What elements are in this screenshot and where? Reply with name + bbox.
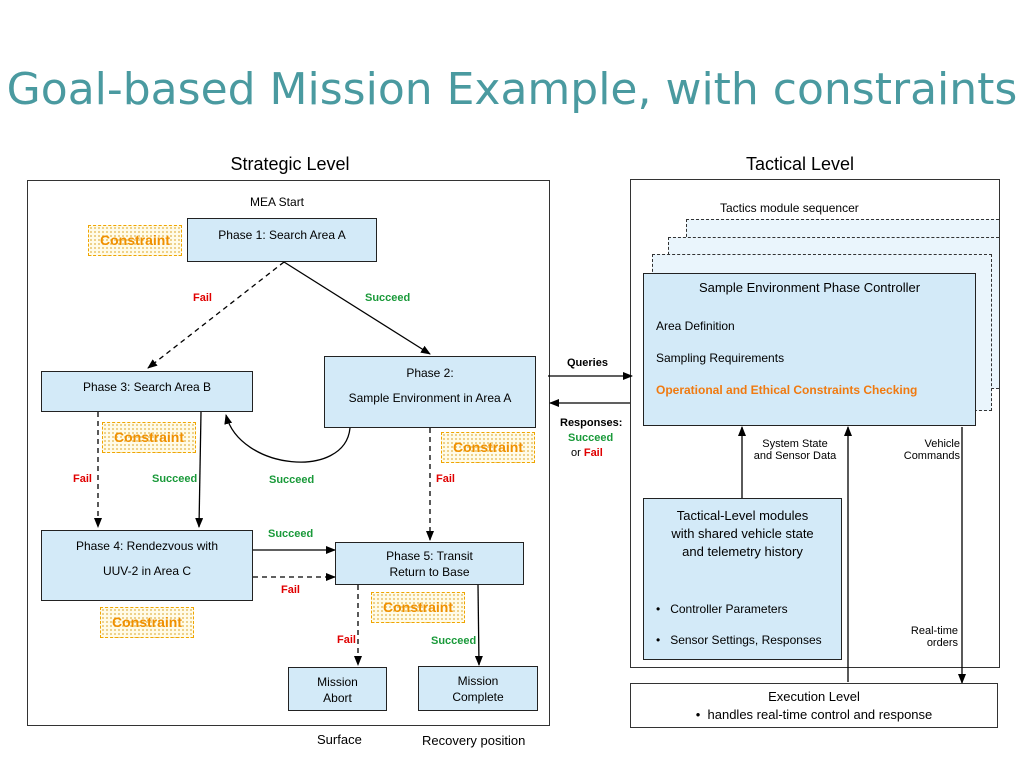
succeed-label-p2-loop: Succeed [269,474,315,486]
succeed-label-p3: Succeed [152,473,198,485]
or-text: or [571,447,581,459]
mission-complete-line2: Complete [452,690,504,705]
phase-1-label: Phase 1: Search Area A [218,228,346,242]
system-state-line1: System State [762,438,828,450]
fail-label-p5: Fail [337,634,356,646]
constraint-phase-4: Constraint [100,607,194,638]
constraint-phase-2: Constraint [441,432,535,463]
phase-1-box: Phase 1: Search Area A [187,218,377,262]
phase-4-box: Phase 4: Rendezvous with UUV-2 in Area C [41,530,253,601]
fail-label-p2: Fail [436,473,455,485]
constraint-phase-3: Constraint [102,422,196,453]
phase-2-line1: Phase 2: [406,366,454,380]
phase-5-line2: Return to Base [389,565,470,580]
succeed-label-p5: Succeed [431,635,477,647]
mission-complete-line1: Mission [457,674,499,688]
mission-abort-box: Mission Abort [288,667,387,711]
arrow-p3-p4-succeed [195,411,204,528]
page-title: Goal-based Mission Example, with constra… [6,64,1018,115]
phase-4-line1: Phase 4: Rendezvous with [75,539,219,553]
phase-2-line2: Sample Environment in Area A [348,391,512,406]
tactics-sequencer-label: Tactics module sequencer [720,201,859,215]
execution-level-bullet-text: handles real-time control and response [707,707,933,723]
controller-params-label: Controller Parameters [670,602,788,616]
fail-label-p1: Fail [193,292,212,304]
arrow-p2-p3-succeed [224,414,351,463]
tactical-modules-box: Tactical-Level modules with shared vehic… [643,498,842,660]
responses-succeed: Succeed [568,432,614,444]
arrow-p5-complete-succeed [474,584,483,666]
realtime-orders-label: Real-time orders [890,625,958,649]
phase-3-box: Phase 3: Search Area B [41,371,253,412]
vehicle-commands-line2: Commands [903,450,960,462]
phase-4-line2: UUV-2 in Area C [102,564,192,579]
phase-5-box: Phase 5: Transit Return to Base [335,542,524,585]
queries-label: Queries [567,357,608,369]
system-state-label: System State and Sensor Data [752,438,838,462]
tactical-modules-heading: Tactical-Level modules with shared vehic… [644,507,841,562]
fail-label-p3: Fail [73,473,92,485]
strategic-level-label: Strategic Level [230,154,350,174]
tactical-modules-line2: with shared vehicle state [671,526,814,542]
mission-abort-line2: Abort [323,691,352,706]
tactical-modules-bullet-2: • Sensor Settings, Responses [656,633,822,647]
responses-fail: Fail [583,447,603,459]
constraint-phase-1: Constraint [88,225,182,256]
fail-label-p4: Fail [281,584,300,596]
tactical-modules-line1: Tactical-Level modules [676,508,809,523]
sampling-requirements-label: Sampling Requirements [656,351,785,365]
realtime-orders-line1: Real-time [910,625,958,637]
bullet-dot: • [656,633,671,647]
realtime-orders-line2: orders [926,637,958,649]
phase-2-box: Phase 2: Sample Environment in Area A [324,356,536,428]
bullet-dot: • [695,707,708,723]
tactical-modules-bullet-1: • Controller Parameters [656,602,788,616]
phase-controller-box: Sample Environment Phase Controller Area… [643,273,976,426]
recovery-label: Recovery position [422,733,526,748]
vehicle-commands-line1: Vehicle [924,438,960,450]
phase-5-line1: Phase 5: Transit [386,549,473,563]
mission-complete-box: Mission Complete [418,666,538,711]
mea-start-label: MEA Start [250,195,305,209]
tactical-modules-line3: and telemetry history [682,544,803,560]
constraint-phase-5: Constraint [371,592,465,623]
bullet-dot: • [656,602,671,616]
responses-or: or Fail [571,447,603,459]
execution-level-box: Execution Level • handles real-time cont… [630,683,998,728]
sensor-settings-label: Sensor Settings, Responses [670,633,822,647]
constraints-checking-label: Operational and Ethical Constraints Chec… [656,383,918,397]
surface-label: Surface [317,732,362,747]
tactical-level-label: Tactical Level [745,154,855,174]
arrow-p1-p3-fail [147,261,285,369]
area-definition-label: Area Definition [656,319,735,333]
execution-level-bullet: • handles real-time control and response [631,706,997,724]
vehicle-commands-label: Vehicle Commands [894,438,960,462]
system-state-line2: and Sensor Data [753,450,837,462]
succeed-label-p4: Succeed [268,528,314,540]
mission-abort-line1: Mission [317,675,358,689]
succeed-label-p1: Succeed [365,292,411,304]
arrow-p1-p2-succeed [283,261,431,355]
responses-label: Responses: [560,417,623,429]
phase-3-label: Phase 3: Search Area B [82,380,212,394]
phase-controller-title: Sample Environment Phase Controller [698,280,921,295]
execution-level-title: Execution Level [768,689,860,704]
